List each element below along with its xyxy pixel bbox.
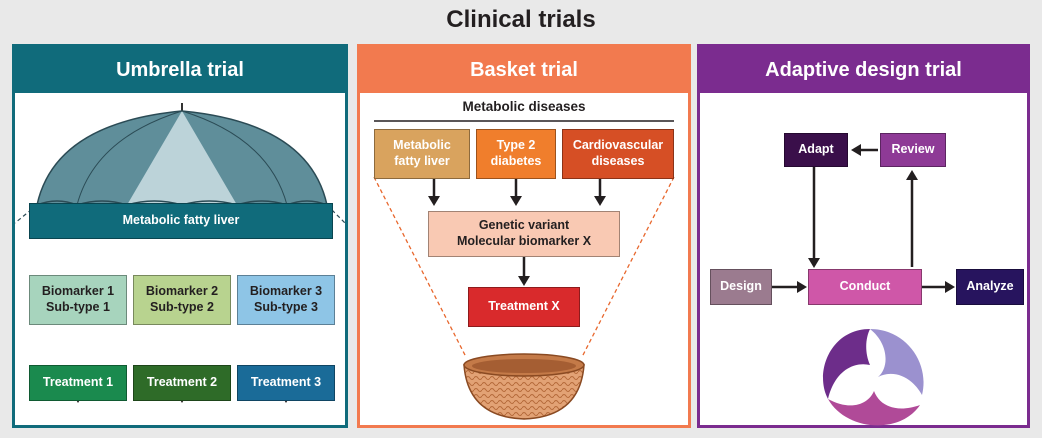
treatment-box-1: Treatment 1	[29, 365, 127, 401]
basket-trial-header: Basket trial	[360, 47, 688, 93]
disease-box-fatty-liver: Metabolic fatty liver	[374, 129, 470, 179]
variant-box: Genetic variant Molecular biomarker X	[428, 211, 620, 257]
cycle-logo-icon	[823, 329, 924, 426]
conduct-box: Conduct	[808, 269, 922, 305]
adaptive-diagram-arrows	[772, 144, 955, 293]
umbrella-trial-panel: Umbrella trial Metabolic	[12, 44, 348, 428]
review-box: Review	[880, 133, 946, 167]
basket-icon	[463, 353, 585, 420]
disease-box-cardiovascular: Cardiovascular diseases	[562, 129, 674, 179]
basket-trial-body: Metabolic diseases Metabolic fatty liver…	[360, 93, 688, 425]
biomarker-box-2: Biomarker 2 Sub-type 2	[133, 275, 231, 325]
basket-diagram-lines	[373, 120, 675, 358]
analyze-box: Analyze	[956, 269, 1024, 305]
disease-box-type2-diabetes: Type 2 diabetes	[476, 129, 556, 179]
treatment-box-2: Treatment 2	[133, 365, 231, 401]
umbrella-trial-header: Umbrella trial	[15, 47, 345, 93]
adapt-box: Adapt	[784, 133, 848, 167]
umbrella-trial-body: Metabolic fatty liver Biomarker 1 Sub-ty…	[15, 93, 345, 425]
treatment-x-box: Treatment X	[468, 287, 580, 327]
page-title: Clinical trials	[446, 6, 596, 33]
basket-group-label: Metabolic diseases	[462, 99, 586, 114]
adaptive-trial-panel: Adaptive design trial Adapt Review Desig…	[697, 44, 1030, 428]
treatment-box-3: Treatment 3	[237, 365, 335, 401]
biomarker-box-1: Biomarker 1 Sub-type 1	[29, 275, 127, 325]
adaptive-trial-body: Adapt Review Design Conduct Analyze	[700, 93, 1027, 426]
adaptive-trial-header: Adaptive design trial	[700, 47, 1027, 93]
basket-trial-panel: Basket trial Metabolic diseases Metaboli…	[357, 44, 691, 428]
design-box: Design	[710, 269, 772, 305]
disease-bar: Metabolic fatty liver	[29, 203, 333, 239]
biomarker-box-3: Biomarker 3 Sub-type 3	[237, 275, 335, 325]
